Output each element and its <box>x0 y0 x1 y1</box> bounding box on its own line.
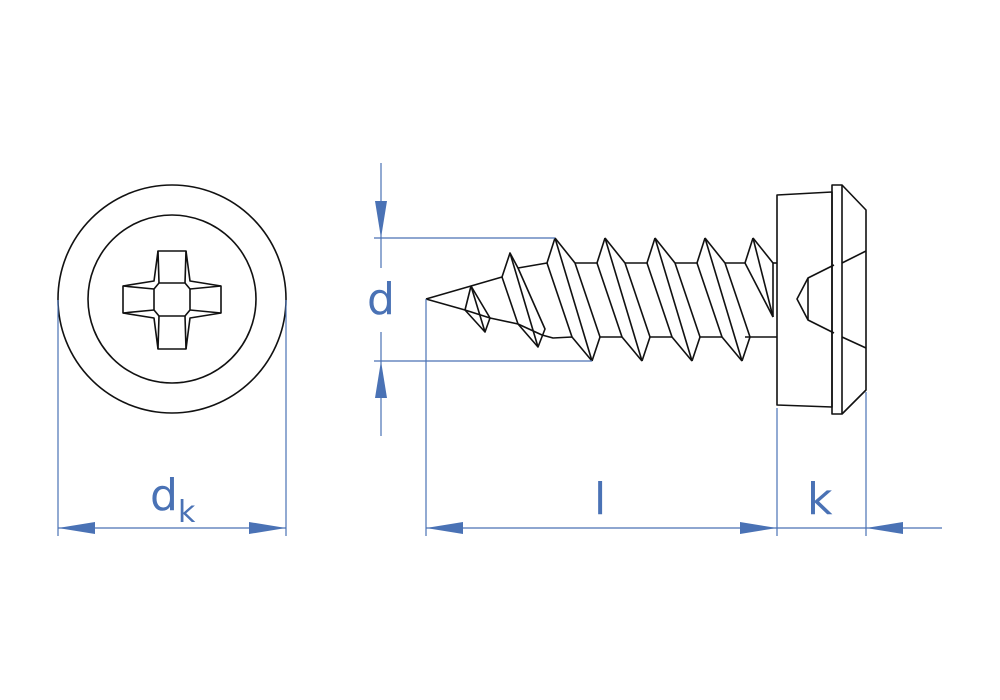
phillips-recess-icon <box>122 250 222 350</box>
dimension-lines <box>57 163 942 536</box>
thread-line <box>752 237 774 318</box>
head-diameter-label: dk <box>150 474 195 528</box>
recess-edge <box>189 309 222 314</box>
recess-edge <box>189 285 222 290</box>
thread-line <box>621 336 643 362</box>
length-label: l <box>594 474 607 525</box>
arrow-down-icon <box>375 201 387 238</box>
recess-center <box>153 282 191 317</box>
thread-line <box>596 237 606 264</box>
head-outer-circle <box>57 184 287 414</box>
thread-line <box>654 237 676 264</box>
arrow-left-icon <box>426 522 463 534</box>
thread-line <box>654 237 693 362</box>
arrow-up-icon <box>375 361 387 398</box>
dk-main: d <box>150 470 178 521</box>
thread-diameter-dimension <box>374 163 592 436</box>
dk-subscript: k <box>177 495 196 530</box>
screw-head-top-view <box>57 184 287 414</box>
recess-edge <box>157 315 160 350</box>
thread-line <box>744 262 774 318</box>
length-and-head-height-dimension <box>425 299 942 536</box>
recess-cone <box>796 264 835 334</box>
thread-diameter-label: d <box>367 274 395 325</box>
thread-line <box>646 262 673 338</box>
thread-line <box>704 237 743 362</box>
screw-side-view <box>425 184 867 415</box>
thread-line <box>596 262 623 338</box>
thread-line <box>604 237 643 362</box>
head-height-label: k <box>807 474 833 525</box>
thread-line <box>721 336 743 362</box>
head-body <box>776 191 833 408</box>
thread-line <box>604 237 626 264</box>
thread-line <box>641 336 651 362</box>
arrow-right-icon <box>249 522 286 534</box>
thread-line <box>646 237 656 264</box>
thread-line <box>696 262 723 338</box>
screw-threads <box>575 237 777 362</box>
arrow-left-icon <box>58 522 95 534</box>
recess-edge <box>157 250 160 284</box>
thread-line <box>671 336 693 362</box>
recess-edge <box>184 315 187 350</box>
thread-line <box>704 237 726 264</box>
thread-line <box>744 237 754 264</box>
thread-line <box>674 262 701 338</box>
screw-tip <box>425 237 601 362</box>
arrow-right-icon <box>740 522 777 534</box>
recess-edge <box>184 250 187 284</box>
recess-edge <box>122 285 155 290</box>
head-chamfer <box>841 184 867 415</box>
thread-line <box>752 237 774 264</box>
thread-line <box>724 262 751 338</box>
thread-line <box>696 237 706 264</box>
head-inner-circle <box>87 214 257 384</box>
screw-head <box>772 184 867 415</box>
thread-line <box>741 336 751 362</box>
thread-line <box>691 336 701 362</box>
thread-line <box>624 262 651 338</box>
head-washer-edge <box>831 184 843 415</box>
arrow-left-icon <box>866 522 903 534</box>
head-diameter-dimension <box>57 300 287 536</box>
recess-edge <box>122 309 155 314</box>
